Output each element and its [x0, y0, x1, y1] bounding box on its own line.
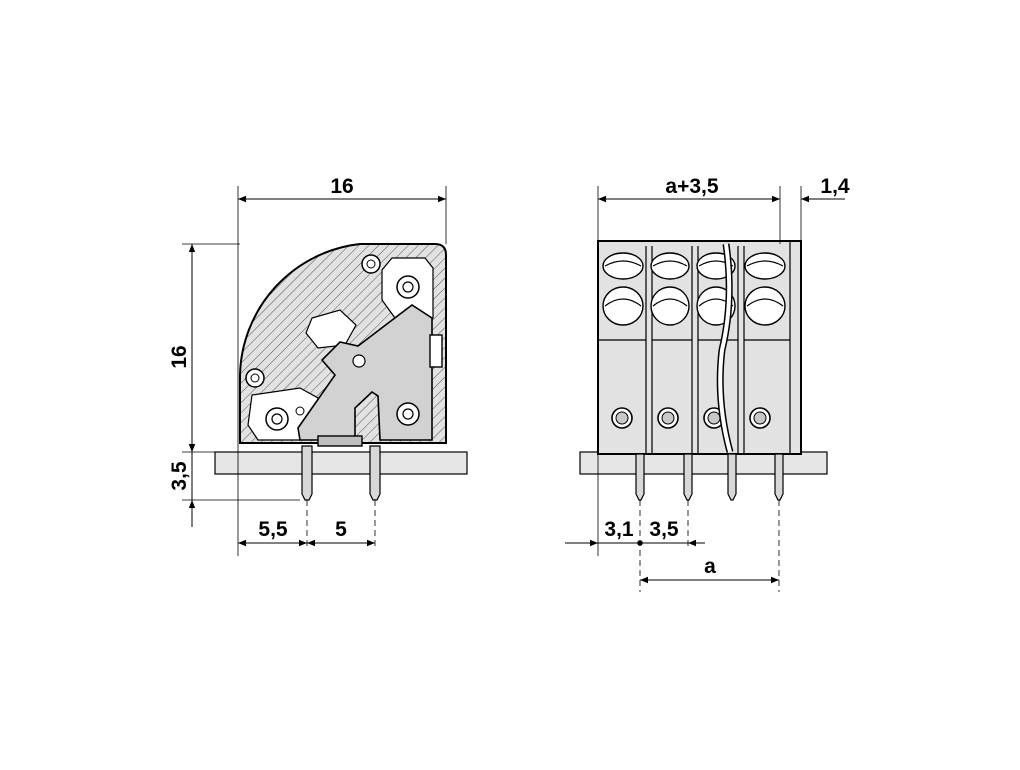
- front-pole-separators: [598, 241, 791, 454]
- wire-opening-upper-2: [650, 252, 690, 280]
- side-dim-height: 16: [168, 345, 191, 368]
- side-actuator-lever: [297, 304, 433, 441]
- side-rivet-left: [245, 368, 265, 388]
- side-pcb-board: [214, 451, 468, 475]
- side-rivet-top-inner: [366, 259, 376, 269]
- side-dim-width: 16: [330, 175, 353, 198]
- side-dim-pin-pitch: 5: [335, 518, 347, 541]
- side-dim-pin-length: 3,5: [168, 461, 191, 491]
- side-small-hole: [295, 406, 305, 416]
- wire-opening-lower-4: [744, 286, 786, 326]
- wire-opening-upper-4: [744, 252, 786, 280]
- side-spring-circle-right-inner: [402, 408, 414, 420]
- wire-opening-lower-2: [650, 286, 690, 326]
- side-rivet-top: [361, 254, 381, 274]
- wire-opening-upper-1: [602, 252, 644, 280]
- side-pin-left: [301, 445, 313, 501]
- side-spring-circle-left-inner: [271, 413, 283, 425]
- front-pcb-board: [579, 451, 828, 475]
- side-spring-circle-right: [396, 402, 420, 426]
- side-view: 16 16 3,5 5,5 5: [168, 175, 468, 556]
- side-pin-right: [369, 445, 381, 501]
- front-dim-total-width: a+3,5: [665, 175, 718, 198]
- side-rivet-left-inner: [250, 373, 260, 383]
- side-dim-pin-offset: 5,5: [258, 518, 288, 541]
- front-view: a+3,5 1,4 3,1 3,5 a: [565, 175, 850, 592]
- wire-opening-lower-1: [602, 286, 644, 326]
- front-dim-dot: [637, 540, 643, 546]
- front-dim-span: a: [704, 555, 716, 578]
- side-spring-circle-left: [265, 407, 289, 431]
- front-dim-overhang: 1,4: [820, 175, 850, 198]
- front-wire: [718, 243, 732, 453]
- front-dim-pitch: 3,5: [649, 518, 679, 541]
- front-dim-edge-offset: 3,1: [604, 518, 634, 541]
- front-pins: [635, 453, 784, 501]
- side-lever-pivot: [352, 354, 366, 368]
- side-spring-circle-top: [396, 275, 420, 299]
- side-latch: [429, 334, 443, 368]
- side-contact-bar: [317, 435, 363, 447]
- side-spring-circle-top-inner: [402, 281, 414, 293]
